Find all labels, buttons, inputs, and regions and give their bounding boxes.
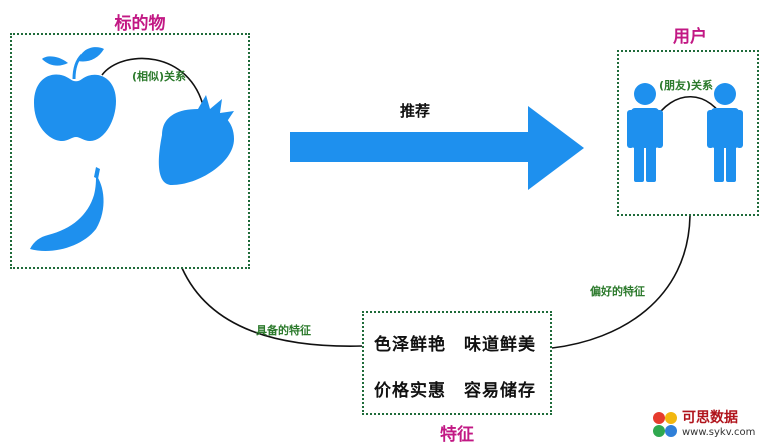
apple-icon — [34, 47, 116, 141]
similarity-link-curve — [101, 57, 205, 110]
feature-item: 色泽鲜艳 — [374, 335, 446, 355]
recommend-label: 推荐 — [400, 102, 431, 120]
watermark-brand: 可思数据 — [682, 410, 738, 426]
strawberry-icon — [158, 95, 234, 185]
similarity-label: (相似)关系 — [132, 70, 187, 83]
feature-item: 价格实惠 — [374, 381, 446, 401]
feature-item: 味道鲜美 — [464, 335, 536, 355]
features-box: 色泽鲜艳 味道鲜美 价格实惠 容易储存 — [362, 311, 552, 415]
items-box: (相似)关系 — [10, 33, 250, 269]
banana-icon — [30, 167, 104, 251]
users-box: (朋友)关系 — [617, 50, 759, 216]
features-box-title: 特征 — [440, 425, 474, 445]
arrow-icon — [290, 106, 584, 190]
items-illustration — [30, 47, 234, 251]
person-icon — [627, 83, 663, 182]
friendship-label: (朋友)关系 — [659, 79, 714, 92]
items-box-title: 标的物 — [114, 14, 166, 34]
feature-item: 容易储存 — [464, 381, 536, 401]
preferred-features-label: 偏好的特征 — [590, 285, 645, 298]
recommend-arrow — [290, 106, 584, 190]
users-box-title: 用户 — [673, 27, 707, 47]
items-to-features-curve — [181, 267, 363, 347]
watermark-logo: 可思数据 www.sykv.com — [650, 405, 762, 445]
logo-icon — [653, 412, 677, 437]
users-illustration — [627, 83, 743, 182]
watermark-url: www.sykv.com — [682, 427, 756, 438]
has-features-label: 具备的特征 — [256, 324, 311, 337]
users-to-features-curve — [551, 215, 691, 349]
person-icon — [707, 83, 743, 182]
